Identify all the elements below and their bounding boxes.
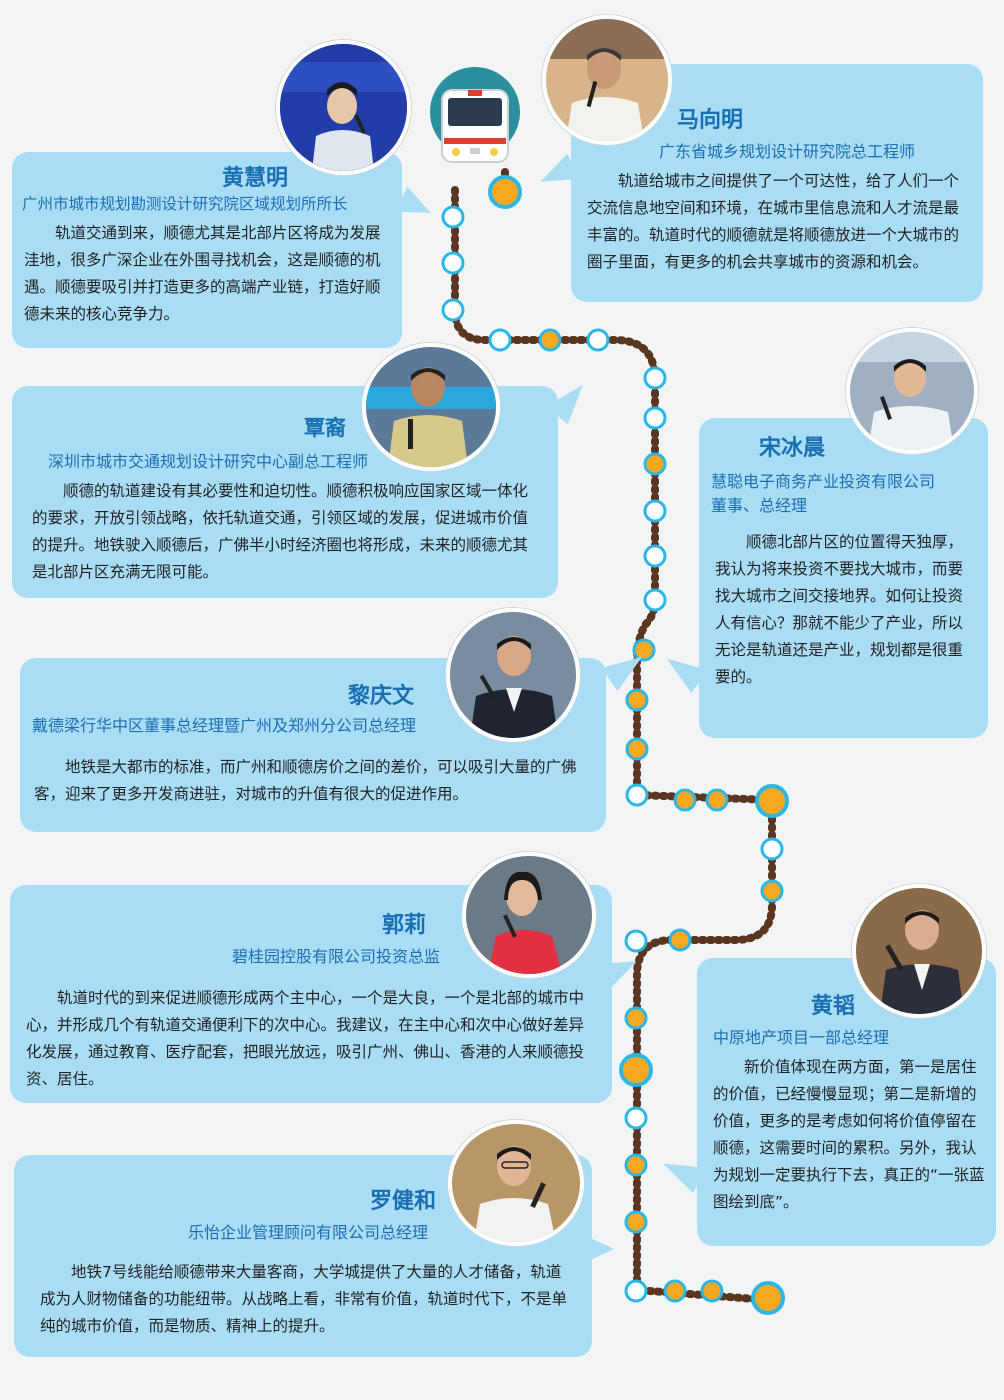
speaker-name: 郭莉: [382, 913, 427, 938]
station-marker: [643, 544, 667, 568]
speaker-photo-guo-li: [462, 852, 596, 978]
speaker-quote: 新价值体现在两方面，第一是居住的价值，已经慢慢显现；第二是新增的价值，更多的是考…: [713, 1058, 985, 1211]
station-marker: [643, 406, 667, 430]
speaker-name: 覃裔: [304, 416, 346, 440]
station-marker-major: [619, 1053, 653, 1087]
station-marker: [441, 298, 465, 322]
station-marker: [760, 837, 784, 861]
speaker-title-line2: 董事、总经理: [711, 496, 808, 515]
speaker-card-song-bingchen: 宋冰晨 慧聪电子商务产业投资有限公司 董事、总经理 顺德北部片区的位置得天独厚，…: [658, 418, 988, 738]
speaker-quote: 顺德的轨道建设有其必要性和迫切性。顺德积极响应国家区域一体化的要求，开放引领战略…: [32, 482, 529, 581]
speaker-title: 碧桂园控股有限公司投资总监: [232, 947, 441, 966]
station-marker-major: [625, 688, 649, 712]
speaker-quote: 轨道时代的到来促进顺德形成两个主中心，一个是大良，一个是北部的城市中心，并形成几…: [26, 989, 585, 1088]
speaker-quote: 地铁7号线能给顺德带来大量客商，大学城提供了大量的人才储备，轨道成为人财物储备的…: [40, 1263, 568, 1335]
station-marker: [643, 366, 667, 390]
speaker-photo-qin-yi: [362, 343, 500, 471]
station-marker-major: [760, 879, 784, 903]
station-marker-major: [668, 928, 692, 952]
metro-train-icon: [430, 62, 520, 172]
speaker-title-line1: 慧聪电子商务产业投资有限公司: [711, 472, 936, 491]
speaker-photo-song-bingchen: [846, 328, 978, 454]
station-marker: [625, 783, 649, 807]
station-marker: [586, 328, 610, 352]
station-marker-major: [624, 1006, 648, 1030]
station-marker-major: [625, 737, 649, 761]
speaker-title: 深圳市城市交通规划设计研究中心副总工程师: [48, 452, 369, 471]
speaker-photo-li-qingwen: [446, 608, 580, 742]
station-marker-major: [632, 638, 656, 662]
station-marker-major: [700, 1279, 724, 1303]
station-marker: [441, 205, 465, 229]
speaker-card-qin-yi: 覃裔 深圳市城市交通规划设计研究中心副总工程师 顺德的轨道建设有其必要性和迫切性…: [12, 375, 594, 598]
station-marker-major: [538, 328, 562, 352]
speaker-name: 黎庆文: [348, 684, 415, 709]
speaker-name: 马向明: [677, 108, 744, 133]
station-marker-major: [755, 784, 789, 818]
station-marker: [624, 1106, 648, 1130]
speaker-photo-huang-huiming: [276, 40, 411, 175]
speaker-name: 罗健和: [370, 1189, 437, 1214]
speaker-title: 广州市城市规划勘测设计研究院区域规划所所长: [22, 195, 348, 213]
speaker-card-huang-huiming: 黄慧明 广州市城市规划勘测设计研究院区域规划所所长 轨道交通到来，顺德尤其是北部…: [12, 152, 437, 348]
station-marker-major: [624, 1210, 648, 1234]
station-marker-major: [488, 175, 522, 209]
speaker-name: 黄慧明: [222, 166, 289, 191]
station-marker-major: [643, 452, 667, 476]
station-marker-major: [624, 1153, 648, 1177]
speaker-quote: 顺德北部片区的位置得天独厚，我认为将来投资不要找大城市，而要找大城市之间交接地界…: [715, 533, 964, 686]
station-marker-major: [751, 1281, 785, 1315]
card-tail: [584, 1235, 614, 1263]
speaker-title: 乐怡企业管理顾问有限公司总经理: [188, 1223, 429, 1242]
speaker-quote: 地铁是大都市的标准，而广州和顺德房价之间的差价，可以吸引大量的广佛客，迎来了更多…: [34, 758, 577, 803]
station-marker-major: [673, 788, 697, 812]
station-marker-major: [663, 1279, 687, 1303]
speaker-title: 戴德梁行华中区董事总经理暨广州及郑州分公司总经理: [32, 716, 417, 735]
station-marker: [624, 929, 648, 953]
station-marker: [624, 1279, 648, 1303]
station-marker: [643, 499, 667, 523]
speaker-photo-ma-xiangming: [542, 15, 672, 145]
speaker-photo-huang-tao: [852, 884, 986, 1018]
station-marker: [441, 251, 465, 275]
speaker-title: 中原地产项目一部总经理: [713, 1028, 890, 1047]
station-group: [441, 175, 789, 1315]
station-marker: [488, 328, 512, 352]
speaker-name: 黄韬: [811, 994, 856, 1019]
speaker-quote: 轨道给城市之间提供了一个可达性，给了人们一个交流信息地空间和环境，在城市里信息流…: [587, 172, 960, 271]
speaker-name: 宋冰晨: [759, 436, 826, 461]
station-marker-major: [705, 788, 729, 812]
speaker-title: 广东省城乡规划设计研究院总工程师: [659, 142, 916, 161]
station-marker: [643, 588, 667, 612]
speaker-quote: 轨道交通到来，顺德尤其是北部片区将成为发展洼地，很多广深企业在外围寻找机会，这是…: [24, 224, 381, 323]
speaker-photo-luo-jianhe: [448, 1120, 584, 1246]
